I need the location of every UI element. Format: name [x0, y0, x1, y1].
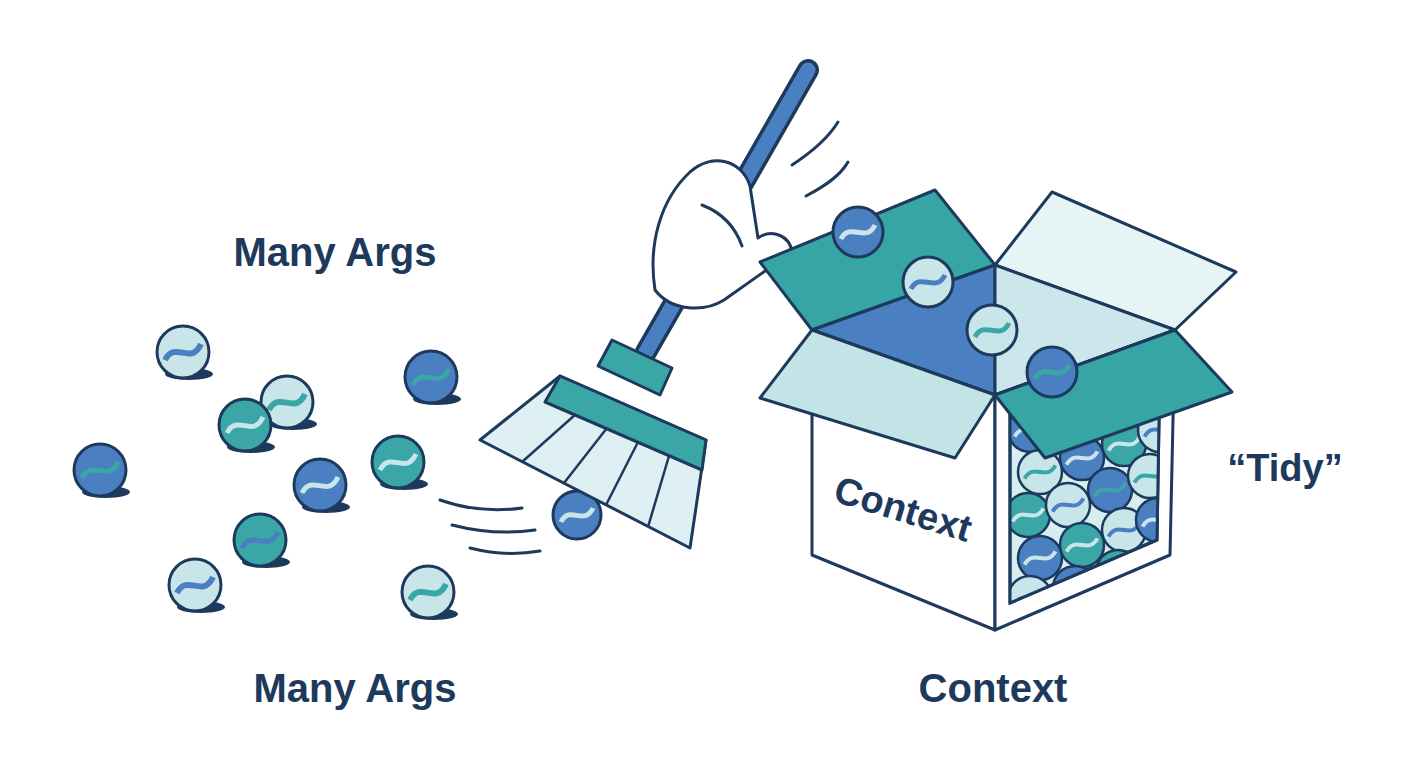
bristle-line	[648, 456, 669, 527]
marble-body	[234, 514, 286, 566]
marble-swirl	[380, 454, 416, 470]
motion-line	[452, 525, 535, 532]
hand	[653, 161, 792, 308]
broom-handle	[646, 70, 808, 352]
motion-line	[440, 500, 522, 510]
marble-swirl	[177, 577, 213, 593]
box-flap	[995, 330, 1232, 458]
marble-swirl	[1103, 565, 1134, 578]
marble	[234, 514, 290, 568]
marble	[833, 207, 883, 257]
marble	[1128, 454, 1172, 498]
marble-swirl	[302, 477, 338, 493]
marble-body	[1088, 468, 1132, 512]
marble	[372, 436, 428, 490]
broom-bristles	[480, 376, 706, 548]
broom-ferrule	[598, 340, 672, 395]
marble-swirl	[1109, 437, 1140, 450]
marble	[1060, 523, 1104, 567]
marble-swirl	[410, 584, 446, 600]
finger-line	[702, 205, 742, 246]
marble-swirl	[227, 417, 263, 433]
marble	[1018, 536, 1062, 580]
marble-swirl	[841, 225, 875, 239]
broom-band	[545, 376, 706, 470]
motion-line	[470, 548, 540, 553]
box-outline	[740, 170, 1250, 640]
marble-body	[1018, 536, 1062, 580]
marble-swirl	[1095, 483, 1126, 496]
marble	[1008, 576, 1052, 620]
marble-swirl	[1013, 508, 1044, 521]
motion-line	[792, 122, 838, 165]
marble-body	[903, 257, 953, 307]
marble-swirl	[269, 394, 305, 410]
marble	[1027, 347, 1077, 397]
bristle-line	[564, 428, 607, 483]
marble-swirl	[413, 369, 449, 385]
marble-swirl	[1025, 465, 1056, 478]
marble-swirl	[1035, 365, 1069, 379]
marble	[1088, 468, 1132, 512]
marble-body	[967, 305, 1017, 355]
motion-line	[806, 162, 848, 196]
marble-swirl	[1060, 581, 1091, 594]
marble-swirl	[165, 344, 201, 360]
marble-body	[1008, 576, 1052, 620]
marble-swirl	[1025, 551, 1056, 564]
box-drawing	[760, 190, 1236, 630]
caption-label: Context	[919, 666, 1068, 711]
marble	[903, 257, 953, 307]
marble-body	[372, 436, 424, 488]
marble-body	[1128, 454, 1172, 498]
marble-body	[1053, 566, 1097, 610]
marble-body	[294, 459, 346, 511]
marble	[402, 566, 458, 620]
marble-swirl	[1053, 498, 1084, 511]
context-box: Context	[740, 170, 1250, 640]
marble-body	[157, 326, 209, 378]
marble-swirl	[242, 532, 278, 548]
marble-swirl	[1067, 451, 1098, 464]
marble-body	[405, 351, 457, 403]
marble-body	[74, 444, 126, 496]
marble	[74, 444, 130, 498]
marble-body	[219, 399, 271, 451]
marble	[169, 559, 225, 613]
marble	[219, 399, 275, 453]
marble	[1006, 493, 1050, 537]
marble-body	[1006, 493, 1050, 537]
marble-body	[402, 566, 454, 618]
marble	[1053, 566, 1097, 610]
marble-swirl	[975, 323, 1009, 337]
marble	[405, 351, 461, 405]
box-flap	[760, 330, 995, 458]
caption-label: Many Args	[253, 666, 456, 711]
marble	[967, 305, 1017, 355]
marble	[1046, 483, 1090, 527]
marble-swirl	[911, 275, 945, 289]
marble-swirl	[1109, 523, 1140, 536]
marble	[157, 326, 213, 380]
marble-swirl	[561, 508, 593, 522]
bristle-line	[606, 442, 638, 505]
caption-label: Many Args	[233, 230, 436, 275]
marble-swirl	[82, 462, 118, 478]
bristle-line	[522, 414, 576, 462]
marble-swirl	[1067, 538, 1098, 551]
marble-body	[1060, 523, 1104, 567]
broom-handle-outline	[646, 70, 808, 352]
marble	[294, 459, 350, 513]
marble-swirl	[1135, 469, 1166, 482]
marble-body	[169, 559, 221, 611]
caption-label: “Tidy”	[1227, 447, 1342, 490]
marble-body	[1046, 483, 1090, 527]
marble-body	[1027, 347, 1077, 397]
marble-body	[833, 207, 883, 257]
